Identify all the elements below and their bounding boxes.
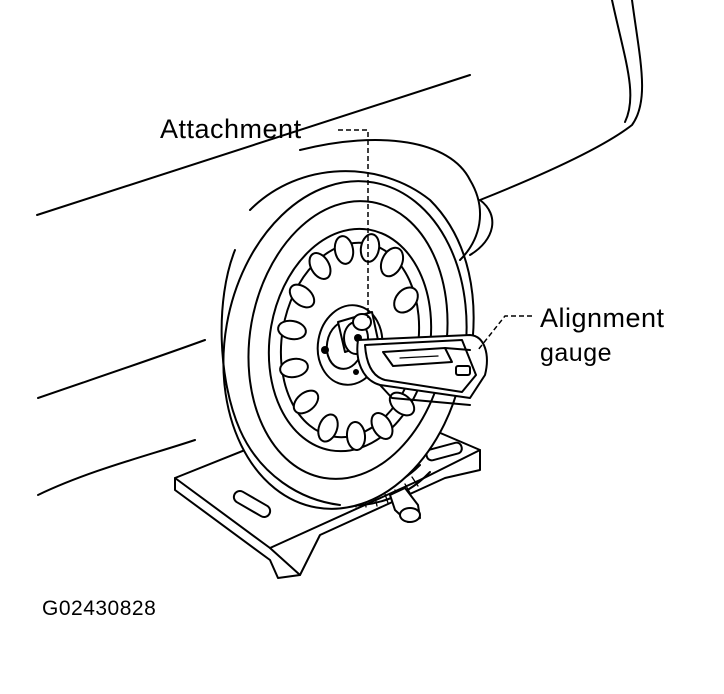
- alignment-gauge: [356, 334, 488, 406]
- car-body: [36, 0, 644, 496]
- figure-code: G02430828: [42, 597, 157, 620]
- leader-lines: [338, 129, 532, 351]
- alignment-gauge-label-line1: Alignment: [540, 303, 665, 333]
- attachment-label: Attachment: [160, 114, 302, 144]
- alignment-gauge-label-line2: gauge: [540, 339, 613, 367]
